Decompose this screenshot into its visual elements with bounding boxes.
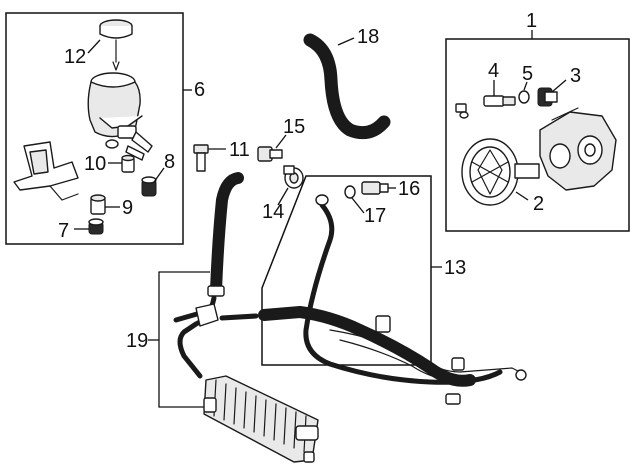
reservoir-group-box [5,12,184,245]
callout-16: 16 [398,178,420,200]
leader-14 [277,187,289,206]
callout-14: 14 [262,201,284,223]
pump-bolt [455,103,469,119]
callout-10: 10 [84,153,106,175]
oil-cooler-19 [203,375,319,463]
callout-4: 4 [488,60,499,82]
pressure-line-bundle [329,329,521,383]
callout-12: 12 [64,46,86,68]
cushion-10 [121,154,135,173]
o-ring-5 [518,90,530,104]
flow-valve-3 [537,87,558,107]
callout-13: 13 [444,257,466,279]
leader-2 [515,191,529,201]
leader-17 [351,197,365,214]
grommet-8 [141,176,157,197]
leader-12 [87,39,101,54]
leader-3 [551,79,567,93]
hose-assembly-group-box [261,175,432,366]
pressure-switch-16 [361,181,389,195]
hose-fitting-top [315,194,329,206]
callout-9: 9 [122,197,133,219]
tube-clamp-a [375,315,391,333]
pump-pulley [461,138,540,206]
pump-body [539,107,617,191]
callout-1: 1 [526,10,537,32]
bolt-11 [193,144,209,172]
callout-8: 8 [164,151,175,173]
callout-3: 3 [570,65,581,87]
callout-11: 11 [229,139,250,161]
gasket-14 [283,165,304,189]
cooler-hose-clamp [207,285,225,297]
o-ring-17 [344,185,356,199]
tube-clamp-b [451,357,465,371]
reservoir-cap [99,19,133,71]
suction-port-4 [483,95,516,107]
union-bolt-15 [257,146,283,162]
leader-15 [275,134,287,149]
callout-7: 7 [58,220,69,242]
tube-end-fitting [515,369,527,381]
grommet-7 [88,218,104,235]
tube-clamp-c [445,393,461,405]
reservoir-tank [87,72,153,161]
leader-5 [523,81,528,91]
leader-18 [337,37,355,46]
pump-group-box [445,38,630,232]
callout-5: 5 [522,63,533,85]
callout-17: 17 [364,205,386,227]
callout-18: 18 [357,26,379,48]
reservoir-bracket [13,141,79,201]
cooler-group-bracket [158,271,210,408]
callout-2: 2 [533,193,544,215]
leader-8 [153,167,165,183]
cushion-9 [90,194,106,215]
callout-6: 6 [194,79,205,101]
cooler-bracket [195,303,219,327]
callout-15: 15 [283,116,305,138]
callout-19: 19 [126,330,148,352]
